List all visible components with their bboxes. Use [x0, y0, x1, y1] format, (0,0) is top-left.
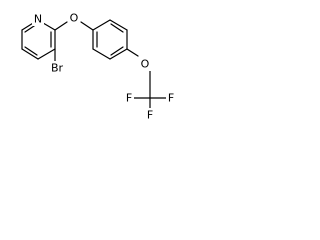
bond-c4-c5	[21, 48, 39, 60]
atom-f-left: F	[124, 92, 134, 105]
atom-label-n: N	[34, 13, 42, 26]
chemical-structure-diagram: N O Br O F F F	[21, 11, 176, 122]
atom-f-bottom: F	[145, 108, 155, 122]
double-bond-c2-c3prime	[110, 23, 124, 33]
bond-c2-o	[54, 21, 68, 31]
atom-label-br: Br	[51, 62, 64, 75]
bond-c4prime-o	[126, 48, 139, 57]
atom-br: Br	[48, 61, 66, 75]
bond-o-c1prime	[80, 21, 94, 31]
atom-label-f-left: F	[126, 92, 132, 105]
double-bond-c4-c5	[24, 46, 38, 56]
atom-label-o-ether: O	[70, 12, 79, 25]
bond-c2-c3prime	[109, 19, 128, 31]
atom-o-ether: O	[68, 11, 80, 25]
atom-o-ocf3: O	[139, 57, 151, 71]
atom-label-f-right: F	[168, 92, 174, 105]
bond-c1-c2prime	[92, 19, 111, 31]
atom-f-right: F	[166, 92, 176, 105]
atom-label-o-ocf3: O	[141, 58, 150, 71]
atom-n: N	[32, 13, 44, 26]
bond-c3-c4	[37, 48, 56, 60]
benzene-ring	[92, 19, 128, 60]
atom-label-f-bottom: F	[147, 109, 153, 122]
pyridine-ring	[21, 19, 56, 60]
bond-c4-c5prime	[109, 48, 128, 60]
double-bond-c4-c5prime	[110, 46, 124, 56]
bond-c5-c6prime	[92, 48, 111, 60]
